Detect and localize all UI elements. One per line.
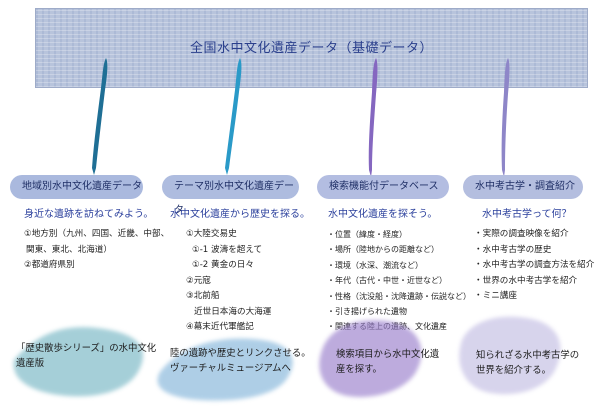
list-item[interactable]: ・水中考古学の歴史 bbox=[474, 244, 552, 255]
list-item[interactable]: ②都道府県別 bbox=[24, 260, 75, 270]
column-header-thematic[interactable]: テーマ別水中文化遺産データ bbox=[162, 175, 299, 216]
list-item: ・場所（陸地からの距離など） bbox=[327, 245, 439, 255]
caption-line: 産を探す。 bbox=[336, 364, 382, 375]
title-banner: 全国水中文化遺産データ（基礎データ） bbox=[35, 8, 588, 88]
caption-regional: 「歴史散歩シリーズ」の水中文化 遺産版 bbox=[16, 341, 156, 371]
archaeology-list: ・実際の調査映像を紹介 ・水中考古学の歴史 ・水中考古学の調査方法を紹介 ・世界… bbox=[474, 227, 594, 305]
caption-thematic: 陸の遺跡や歴史とリンクさせる。 ヴァーチャルミュージアムへ bbox=[170, 346, 311, 376]
caption-line: 検索項目から水中文化遺 bbox=[336, 349, 440, 360]
column-header-search-db[interactable]: 検索機能付データベース bbox=[317, 175, 449, 199]
list-item[interactable]: ②元寇 bbox=[186, 275, 211, 286]
list-item[interactable]: 近世日本海の大海運 bbox=[194, 306, 272, 317]
list-item[interactable]: ・実際の調査映像を紹介 bbox=[474, 229, 569, 239]
thematic-list: ①大陸交易史 ①-1 波濤を超えて ①-2 黄金の日々 ②元寇 ③北前船 近世日… bbox=[186, 227, 271, 336]
brush-stroke-3 bbox=[368, 58, 378, 177]
list-item: ・年代（古代・中世・近世など） bbox=[327, 276, 447, 286]
list-item: ・引き揚げられた遺物 bbox=[327, 307, 407, 317]
caption-line: 知られざる水中考古学の bbox=[476, 350, 580, 361]
watercolor-blob-2 bbox=[157, 338, 293, 401]
caption-search-db: 検索項目から水中文化遺 産を探す。 bbox=[336, 347, 439, 377]
caption-line: 「歴史散歩シリーズ」の水中文化 bbox=[16, 343, 157, 354]
caption-line: 陸の遺跡や歴史とリンクさせる。 bbox=[170, 348, 311, 359]
caption-archaeology: 知られざる水中考古学の 世界を紹介する。 bbox=[476, 348, 579, 378]
brush-stroke-1 bbox=[92, 58, 108, 175]
list-item[interactable]: ①地方別（九州、四国、近畿、中部、 bbox=[24, 229, 170, 239]
column-subtitle-thematic: 水中文化遺産から歴史を探る。 bbox=[170, 209, 310, 220]
list-item[interactable]: ・水中考古学の調査方法を紹介 bbox=[474, 260, 595, 270]
watercolor-blob-3 bbox=[319, 320, 422, 397]
list-item[interactable]: ①-2 黄金の日々 bbox=[192, 260, 254, 270]
column-header-archaeology[interactable]: 水中考古学・調査紹介 bbox=[463, 175, 583, 199]
column-subtitle-search-db: 水中文化遺産を探そう。 bbox=[328, 209, 438, 220]
brush-stroke-4 bbox=[501, 58, 510, 177]
watercolor-blob-4 bbox=[459, 316, 561, 395]
watercolor-blob-1 bbox=[13, 327, 143, 397]
column-subtitle-regional: 身近な遺跡を訪ねてみよう。 bbox=[24, 209, 154, 220]
list-item: ・性格（沈没船・沈降遺跡・伝説など） bbox=[327, 291, 471, 301]
caption-line: ヴァーチャルミュージアムへ bbox=[170, 363, 291, 374]
column-header-regional[interactable]: 地域別水中文化遺産データ bbox=[10, 175, 143, 199]
caption-line: 遺産版 bbox=[16, 358, 45, 369]
list-item[interactable]: 関東、東北、北海道） bbox=[26, 244, 112, 255]
caption-line: 世界を紹介する。 bbox=[476, 365, 552, 376]
list-item[interactable]: ・ミニ講座 bbox=[474, 291, 517, 301]
list-item[interactable]: ①大陸交易史 bbox=[186, 229, 237, 239]
regional-list: ①地方別（九州、四国、近畿、中部、 関東、東北、北海道） ②都道府県別 bbox=[24, 227, 169, 274]
banner-title: 全国水中文化遺産データ（基礎データ） bbox=[189, 41, 433, 56]
list-item[interactable]: ③北前船 bbox=[186, 291, 220, 301]
brush-stroke-2 bbox=[225, 58, 242, 175]
column-subtitle-archaeology: 水中考古学って何？ bbox=[482, 209, 572, 220]
list-item: ・環境（水深、潮流など） bbox=[327, 260, 423, 270]
list-item[interactable]: ①-1 波濤を超えて bbox=[192, 244, 263, 255]
list-item[interactable]: ④幕末近代軍艦記 bbox=[186, 322, 254, 332]
list-item: ・位置（緯度・経度） bbox=[327, 230, 407, 239]
list-item[interactable]: ・世界の水中考古学を紹介 bbox=[474, 275, 578, 286]
